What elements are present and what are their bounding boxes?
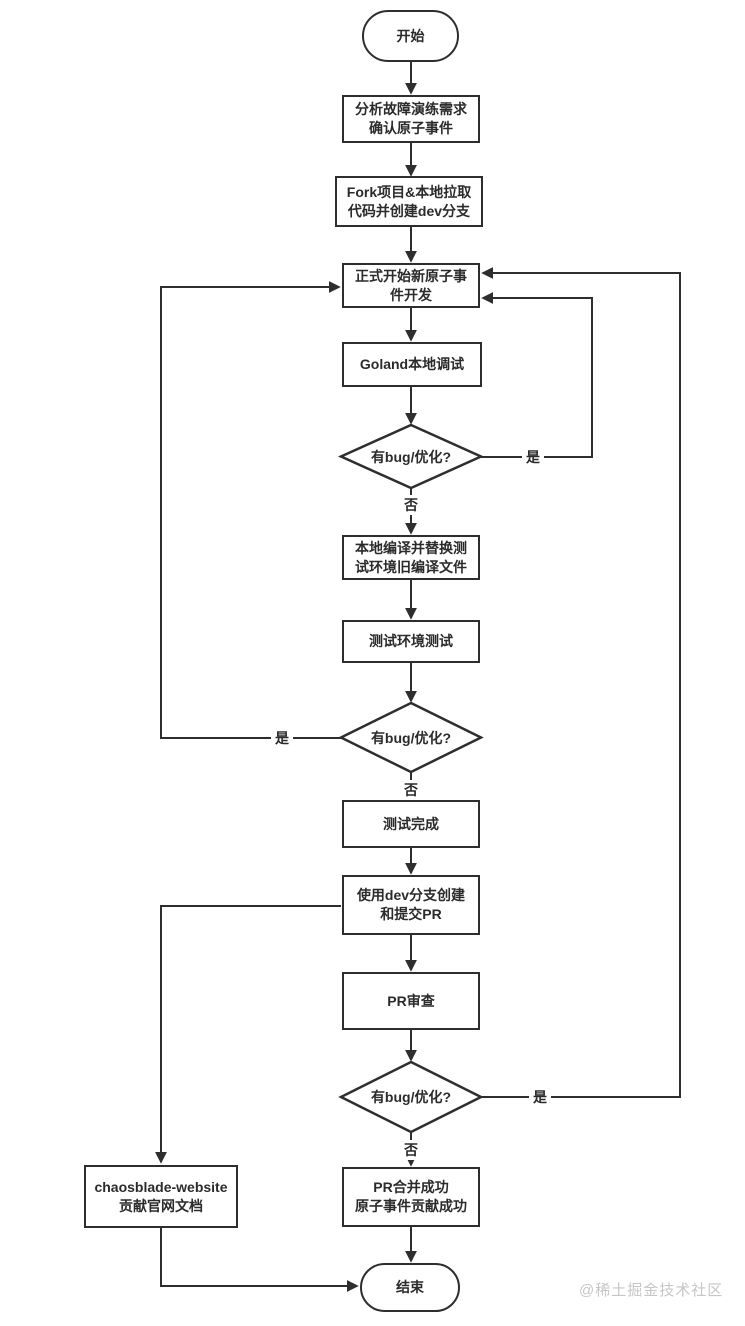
edge-label-bug1-yes: 是 [522,447,544,467]
edge-label-bug1-no: 否 [400,495,422,515]
edge-bug3-yes-to-develop [481,267,681,1098]
edge-label-bug2-yes: 是 [271,728,293,748]
node-test-done: 测试完成 [342,800,480,848]
node-website: chaosblade-website 贡献官网文档 [84,1165,238,1228]
node-develop: 正式开始新原子事 件开发 [342,263,480,308]
decision-bug-check-2-shape [338,701,484,774]
edge-label-bug3-no: 否 [400,1140,422,1160]
edge-label-bug2-no: 否 [400,780,422,800]
node-pr-merged: PR合并成功 原子事件贡献成功 [342,1167,480,1227]
node-end: 结束 [360,1263,460,1312]
node-analyze: 分析故障演练需求 确认原子事件 [342,95,480,143]
watermark-text: @稀土掘金技术社区 [579,1282,724,1299]
edge-bug2-yes-to-develop [160,281,341,739]
node-create-pr: 使用dev分支创建 和提交PR [342,875,480,935]
decision-bug-check-2-label: 有bug/优化? [370,730,452,746]
decision-bug-check-1-shape [337,423,485,490]
decision-bug-check-3-shape [338,1060,484,1134]
node-pr-review: PR审查 [342,972,480,1030]
decision-bug-check-3-label: 有bug/优化? [370,1089,452,1105]
node-fork: Fork项目&本地拉取 代码并创建dev分支 [335,176,483,227]
node-test-env: 测试环境测试 [342,620,480,663]
edge-website-to-end [160,1228,359,1292]
edge-label-bug3-yes: 是 [529,1087,551,1107]
decision-bug-check-1-label: 有bug/优化? [370,449,452,465]
node-compile: 本地编译并替换测 试环境旧编译文件 [342,535,480,580]
edge-bug1-yes-to-develop [481,292,593,458]
edge-createpr-to-website [155,905,341,1164]
node-goland: Goland本地调试 [342,342,482,387]
node-start: 开始 [362,10,459,62]
